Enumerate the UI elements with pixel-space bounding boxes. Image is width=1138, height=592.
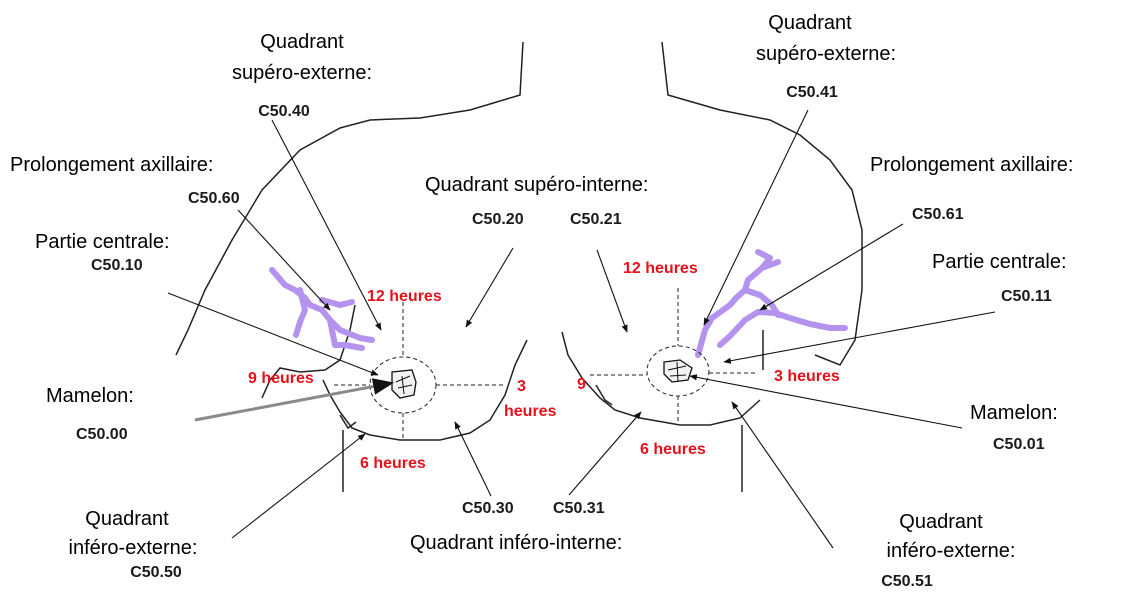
left-clock-6: 6 heures [360,455,426,472]
left-duct-path [319,297,355,308]
left-axillary-code: C50.60 [188,190,240,207]
inf-int-title: Quadrant inféro-interne: [410,532,622,554]
right-labels: Quadrant supéro-externe: C50.41 Prolonge… [553,12,1073,590]
left-clock-3-num: 3 [517,378,526,395]
arrow-right-sup-int [596,249,628,333]
right-clock-12: 12 heures [623,260,698,277]
left-clock-9: 9 heures [248,370,314,387]
arrow-left-central [167,292,379,376]
right-axillary-title: Prolongement axillaire: [870,154,1073,176]
left-clock-3-word: heures [504,403,557,420]
left-duct-path [327,317,365,351]
right-nipple-icon [663,359,693,383]
left-central-title: Partie centrale: [35,231,170,253]
left-inf-int-code: C50.30 [462,500,514,517]
left-nipple-code: C50.00 [76,426,128,443]
left-inf-ext-title: Quadrant [85,508,169,530]
right-breast-outline [561,41,863,492]
right-inf-ext-title: Quadrant [899,511,983,533]
right-sup-ext-sub: supéro-externe: [756,43,896,65]
left-labels: Quadrant supéro-externe: C50.40 Prolonge… [10,31,557,581]
sup-int-title: Quadrant supéro-interne: [425,174,648,196]
arrow-left-sup-int [465,247,514,328]
left-duct-path [293,287,308,338]
left-axillary-title: Prolongement axillaire: [10,154,213,176]
left-lymph-duct [269,267,375,351]
right-nipple-area [590,288,757,425]
right-axillary-code: C50.61 [912,206,964,223]
right-sup-ext-title: Quadrant [768,12,852,34]
right-duct-path [755,249,773,271]
right-inf-ext-sub: inféro-externe: [887,540,1016,562]
right-sup-ext-code: C50.41 [786,84,838,101]
arrow-left-axillary [237,209,331,311]
left-central-code: C50.10 [91,257,143,274]
arrow-left-sup-ext [271,119,382,331]
right-arrows [568,109,996,549]
left-clock-12: 12 heures [367,288,442,305]
left-sup-ext-code: C50.40 [258,103,310,120]
arrow-right-sup-ext [703,109,809,326]
right-inf-int-code: C50.31 [553,500,605,517]
right-lymph-duct [695,249,848,358]
right-clock-9: 9 [577,376,586,393]
arrow-right-nipple [689,374,963,429]
right-inf-ext-code: C50.51 [881,573,933,590]
arrow-right-central [723,311,996,364]
left-sup-ext-title: Quadrant [260,31,344,53]
arrow-right-inf-ext [731,401,834,549]
arrow-right-inf-int [568,411,642,496]
left-sup-ext-sub: supéro-externe: [232,62,372,84]
arrow-right-axillary [759,223,904,311]
left-inf-ext-sub: inféro-externe: [69,537,198,559]
left-nipple-area [334,302,504,440]
arrow-left-nipple [194,378,395,422]
left-nipple-title: Mamelon: [46,385,134,407]
right-nipple-code: C50.01 [993,436,1045,453]
left-breast-outline [175,41,528,492]
left-duct-path [269,267,375,343]
right-nipple-title: Mamelon: [970,402,1058,424]
left-arrows [167,119,514,539]
shared-labels: Quadrant supéro-interne: Quadrant inféro… [410,174,648,554]
right-clock-6: 6 heures [640,441,706,458]
right-central-code: C50.11 [1001,288,1052,305]
left-sup-int-code: C50.20 [472,211,524,228]
right-sup-int-code: C50.21 [570,211,622,228]
right-duct-path [695,259,781,358]
right-clock-3: 3 heures [774,368,840,385]
arrow-left-inf-ext [231,433,366,539]
arrow-left-inf-int [454,421,492,497]
right-central-title: Partie centrale: [932,251,1067,273]
right-duct-path [742,287,781,318]
right-duct-path [717,309,848,348]
left-inf-ext-code: C50.50 [130,564,182,581]
